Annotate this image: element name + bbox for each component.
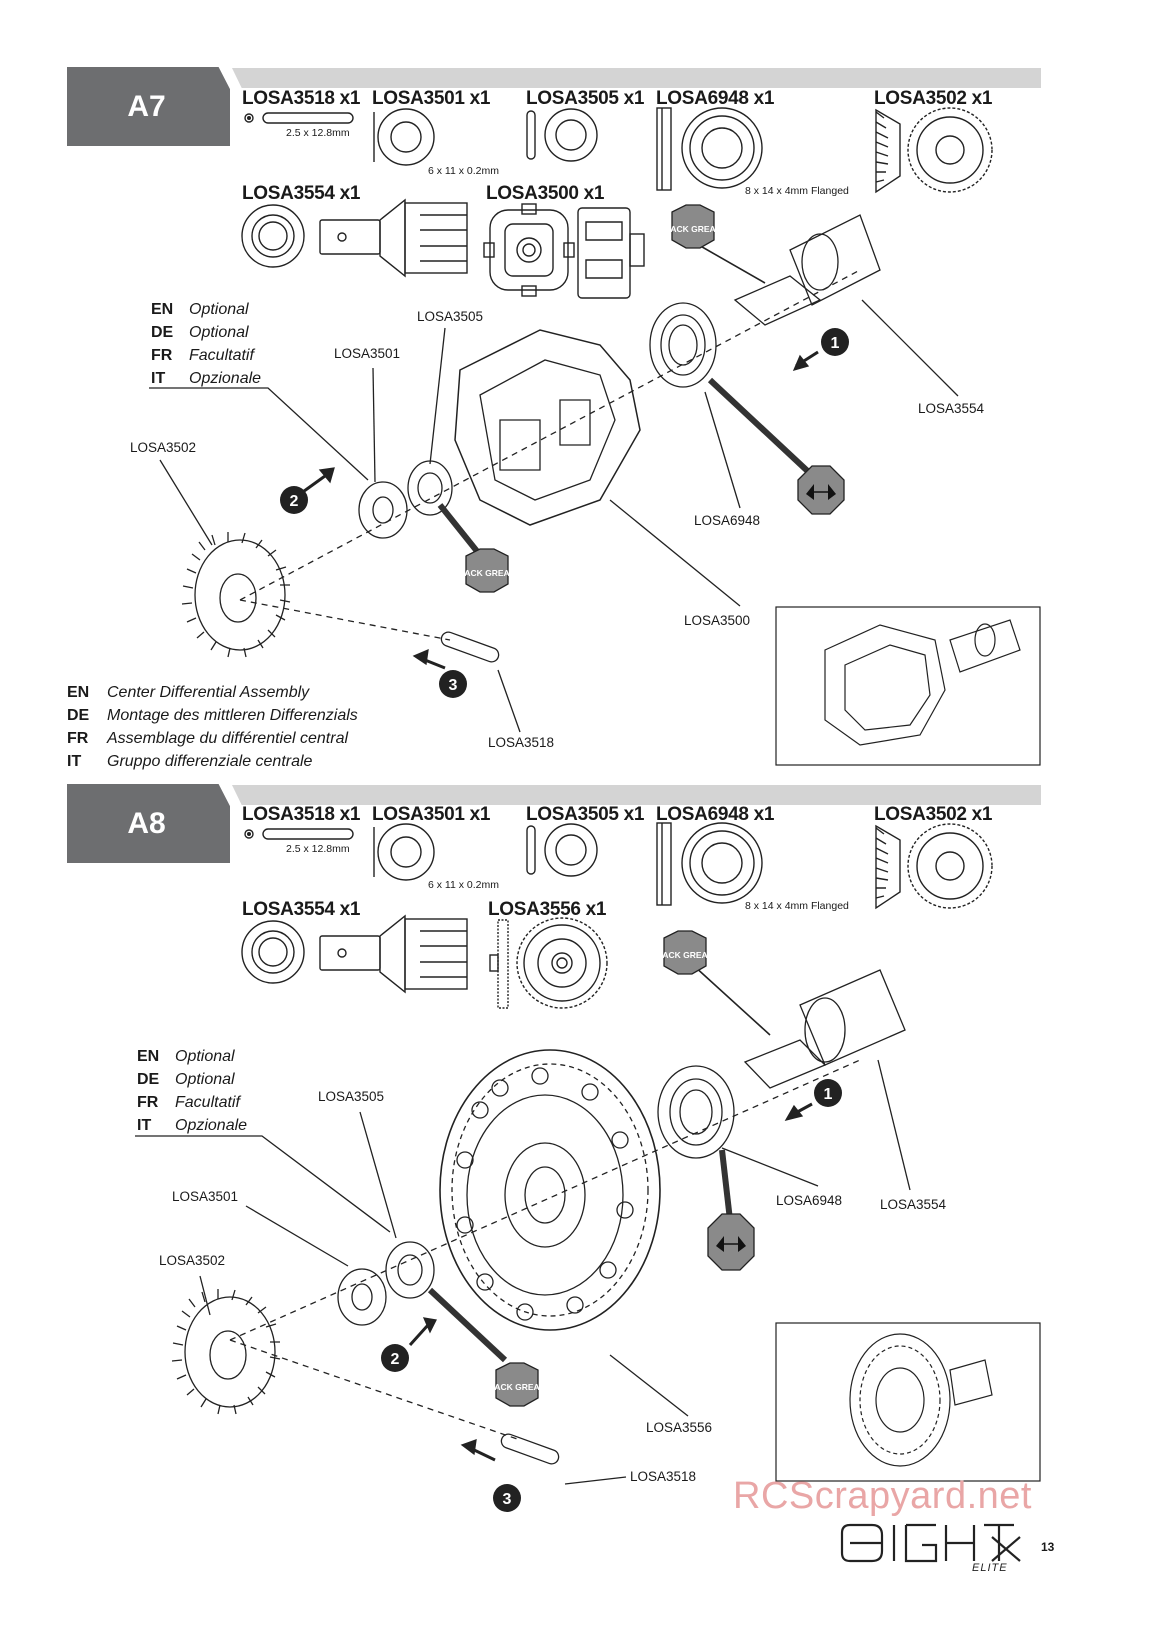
- grease-tag-text: BLACK GREASE: [651, 950, 719, 960]
- callout-label: LOSA3501: [334, 346, 401, 361]
- step-number: 2: [391, 1351, 400, 1368]
- callout-label: LOSA6948: [776, 1193, 843, 1208]
- grease-tag-text: BLACK GREASE: [659, 224, 727, 234]
- step-number: 1: [824, 1086, 833, 1103]
- header-bar-a8: [232, 785, 1041, 805]
- dimension-label: 8 x 14 x 4mm Flanged: [745, 900, 849, 912]
- dimension-label: 6 x 11 x 0.2mm: [428, 165, 499, 177]
- dimension-label: 8 x 14 x 4mm Flanged: [745, 185, 849, 197]
- callout-label: LOSA3554: [880, 1197, 947, 1212]
- dimension-label: 2.5 x 12.8mm: [286, 127, 350, 139]
- part-number: LOSA3501 x1: [372, 88, 491, 109]
- step-label-a7: A7: [67, 67, 230, 146]
- callout-label: LOSA3501: [172, 1189, 239, 1204]
- part-number: LOSA3502 x1: [874, 804, 993, 825]
- callout-label: LOSA3505: [417, 309, 484, 324]
- part-number: LOSA3505 x1: [526, 804, 645, 825]
- callout-label: LOSA3518: [488, 735, 555, 750]
- part-number: LOSA3505 x1: [526, 88, 645, 109]
- page-number: 13: [1041, 1540, 1055, 1554]
- inset-box: [775, 1322, 1041, 1482]
- part-number: LOSA3518 x1: [242, 804, 361, 825]
- callout-label: LOSA3518: [630, 1469, 697, 1484]
- part-number: LOSA3556 x1: [488, 899, 607, 920]
- grease-tag-text: BLACK GREASE: [453, 568, 521, 578]
- part-number: LOSA6948 x1: [656, 804, 775, 825]
- part-number: LOSA3500 x1: [486, 183, 605, 204]
- callout-label: LOSA3554: [918, 401, 985, 416]
- eight-x-elite-logo: ELITE: [840, 1523, 1021, 1574]
- part-number: LOSA3518 x1: [242, 88, 361, 109]
- callout-label: LOSA3556: [646, 1420, 713, 1435]
- step-label-a8: A8: [67, 784, 230, 863]
- a7-exploded-diagram: BLACK GREASE BLACK GREASE 1 2 3: [149, 204, 1041, 766]
- dimension-label: 6 x 11 x 0.2mm: [428, 879, 499, 891]
- step-number: 2: [290, 493, 299, 510]
- part-number: LOSA3501 x1: [372, 804, 491, 825]
- callout-label: LOSA3505: [318, 1089, 385, 1104]
- inset-box: [775, 606, 1041, 766]
- step-number: 3: [503, 1491, 512, 1508]
- callout-label: LOSA6948: [694, 513, 761, 528]
- part-number: LOSA6948 x1: [656, 88, 775, 109]
- dimension-label: 2.5 x 12.8mm: [286, 843, 350, 855]
- step-number: 3: [449, 677, 458, 694]
- part-number: LOSA3554 x1: [242, 899, 361, 920]
- part-number: LOSA3554 x1: [242, 183, 361, 204]
- svg-text:ELITE: ELITE: [972, 1562, 1008, 1574]
- callout-label: LOSA3500: [684, 613, 751, 628]
- grease-tag-text: BLACK GREASE: [483, 1382, 551, 1392]
- brand-logo: ELITE: [840, 1513, 1032, 1578]
- callout-label: LOSA3502: [159, 1253, 226, 1268]
- a7-parts-illustration: [241, 107, 993, 299]
- part-number: LOSA3502 x1: [874, 88, 993, 109]
- header-bar-a7: [232, 68, 1041, 88]
- watermark: RCScrapyard.net: [733, 1475, 1032, 1517]
- callout-label: LOSA3502: [130, 440, 197, 455]
- step-number: 1: [831, 335, 840, 352]
